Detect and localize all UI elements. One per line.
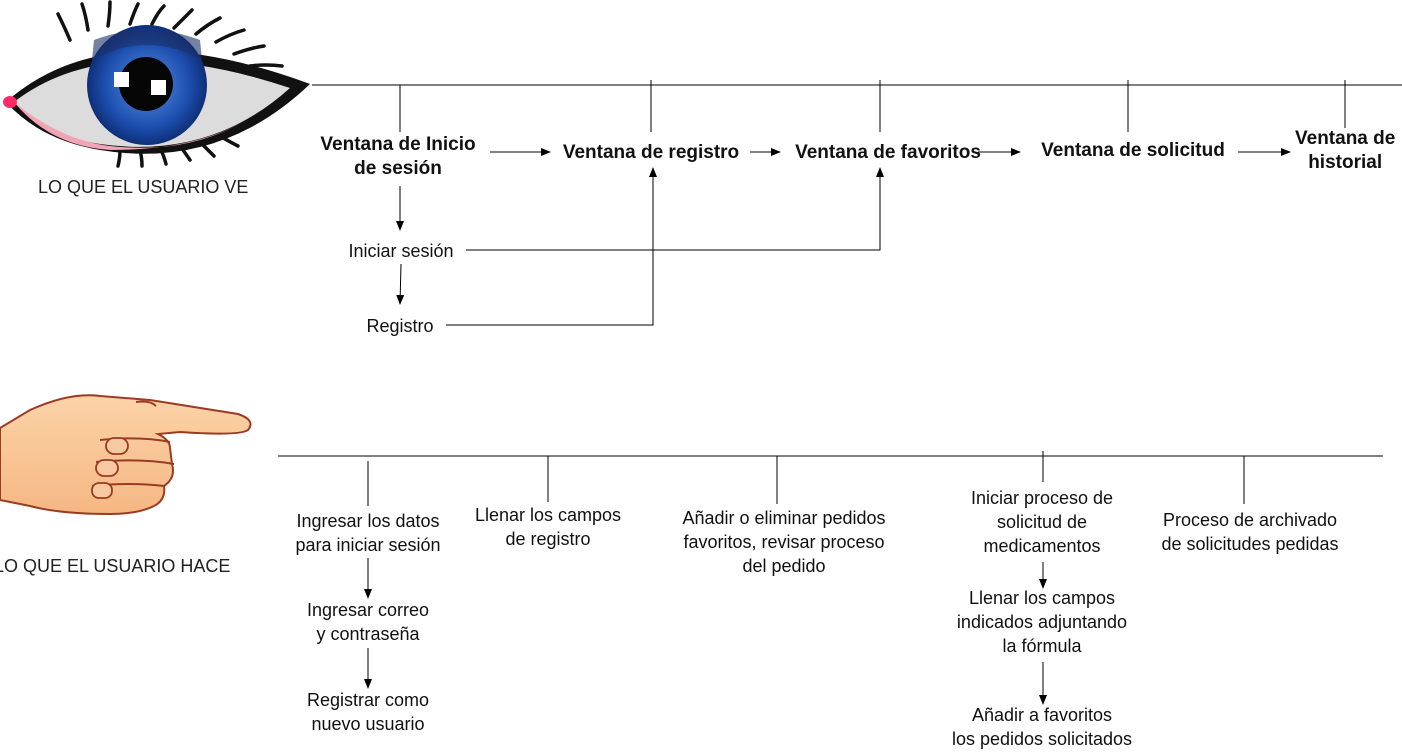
login-step-1-line-1: Ingresar los datos	[296, 511, 440, 531]
window-history-line-1: Ventana de	[1295, 128, 1396, 149]
history-action-line-1: Proceso de archivado	[1162, 510, 1338, 530]
eye-icon	[3, 0, 310, 168]
request-step-1: Iniciar proceso de solicitud de medicame…	[971, 486, 1113, 558]
window-login-line-2: de sesión	[354, 158, 442, 179]
history-action-line-2: de solicitudes pedidas	[1161, 534, 1339, 554]
favorites-action-line-1: Añadir o eliminar pedidos	[682, 508, 886, 528]
register-action: Llenar los campos de registro	[475, 503, 621, 551]
login-step-3: Registrar como nuevo usuario	[307, 688, 429, 736]
login-step-3-line-2: nuevo usuario	[311, 714, 425, 734]
login-step-1: Ingresar los datos para iniciar sesión	[295, 509, 440, 557]
login-step-2-line-1: Ingresar correo	[306, 600, 430, 620]
request-step-3-line-2: los pedidos solicitados	[951, 729, 1133, 749]
favorites-action-line-3: del pedido	[742, 556, 826, 576]
sees-caption: LO QUE EL USUARIO VE	[38, 177, 249, 197]
window-history-line-2: historial	[1308, 152, 1383, 173]
login-step-3-line-1: Registrar como	[306, 690, 430, 710]
login-step-1-line-2: para iniciar sesión	[295, 535, 441, 555]
connector-signin-to-favorites	[466, 167, 884, 251]
request-step-2-line-2: indicados adjuntando	[956, 612, 1128, 632]
does-caption: LO QUE EL USUARIO HACE	[0, 556, 231, 576]
window-login: Ventana de Inicio de sesión	[320, 133, 475, 181]
request-step-3: Añadir a favoritos los pedidos solicitad…	[952, 703, 1132, 751]
window-favorites: Ventana de favoritos	[795, 142, 981, 163]
pointing-hand-icon	[0, 394, 252, 516]
window-login-line-1: Ventana de Inicio	[320, 134, 476, 155]
request-step-1-line-1: Iniciar proceso de	[970, 488, 1114, 508]
request-step-2-line-1: Llenar los campos	[968, 588, 1116, 608]
register-item: Registro	[366, 316, 434, 336]
signin-item: Iniciar sesión	[348, 241, 454, 261]
login-step-2-line-2: y contraseña	[316, 624, 420, 644]
register-action-line-2: de registro	[505, 529, 591, 549]
window-register: Ventana de registro	[562, 142, 740, 163]
window-request: Ventana de solicitud	[1041, 140, 1225, 161]
favorites-action-line-2: favoritos, revisar proceso	[683, 532, 885, 552]
request-step-2-line-3: la fórmula	[1002, 636, 1082, 656]
request-step-1-line-3: medicamentos	[983, 536, 1101, 556]
request-step-3-line-1: Añadir a favoritos	[971, 705, 1113, 725]
window-history: Ventana de historial	[1295, 127, 1395, 175]
arrow-signin-to-register-item	[396, 263, 405, 305]
login-step-2: Ingresar correo y contraseña	[307, 598, 429, 646]
favorites-action: Añadir o eliminar pedidos favoritos, rev…	[682, 506, 885, 578]
request-step-2: Llenar los campos indicados adjuntando l…	[957, 586, 1127, 658]
connector-register-to-register-window	[446, 167, 657, 326]
request-step-1-line-2: solicitud de	[996, 512, 1088, 532]
register-action-line-1: Llenar los campos	[474, 505, 622, 525]
history-action: Proceso de archivado de solicitudes pedi…	[1161, 508, 1338, 556]
